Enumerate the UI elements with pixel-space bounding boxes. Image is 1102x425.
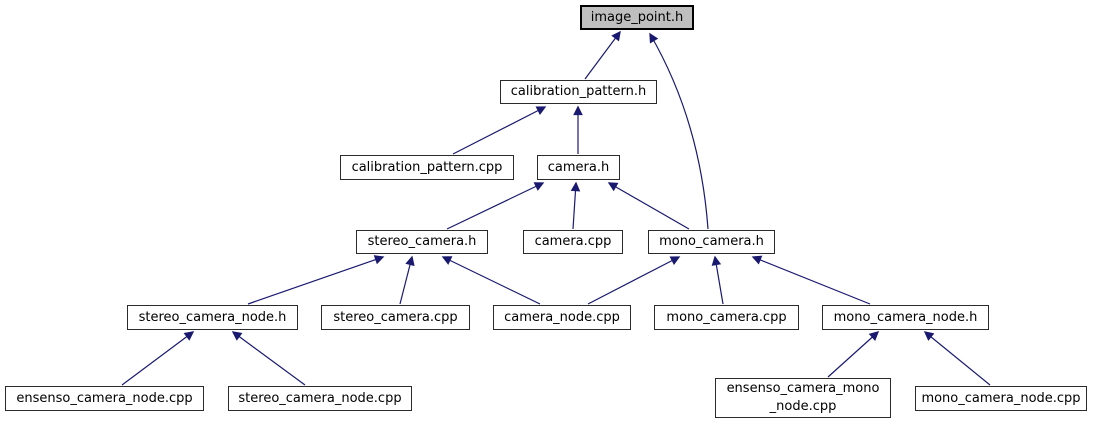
node-ensenso-camera-mono-node-cpp[interactable]: ensenso_camera_mono _node.cpp — [715, 378, 891, 418]
node-mono-camera-node-cpp[interactable]: mono_camera_node.cpp — [915, 386, 1087, 411]
node-calibration-pattern-h[interactable]: calibration_pattern.h — [500, 80, 657, 104]
node-calibration-pattern-cpp[interactable]: calibration_pattern.cpp — [340, 155, 514, 180]
node-stereo-camera-h[interactable]: stereo_camera.h — [356, 230, 488, 254]
node-mono-camera-node-h[interactable]: mono_camera_node.h — [822, 305, 989, 330]
node-camera-h[interactable]: camera.h — [537, 155, 620, 180]
node-ensenso-camera-node-cpp[interactable]: ensenso_camera_node.cpp — [5, 386, 204, 411]
node-stereo-camera-cpp[interactable]: stereo_camera.cpp — [321, 305, 470, 330]
node-camera-node-cpp[interactable]: camera_node.cpp — [493, 305, 631, 330]
node-image-point-h[interactable]: image_point.h — [580, 5, 694, 30]
node-mono-camera-cpp[interactable]: mono_camera.cpp — [654, 305, 799, 330]
node-stereo-camera-node-h[interactable]: stereo_camera_node.h — [127, 305, 298, 330]
node-mono-camera-h[interactable]: mono_camera.h — [648, 230, 775, 254]
node-camera-cpp[interactable]: camera.cpp — [523, 230, 623, 254]
node-stereo-camera-node-cpp[interactable]: stereo_camera_node.cpp — [228, 386, 412, 411]
